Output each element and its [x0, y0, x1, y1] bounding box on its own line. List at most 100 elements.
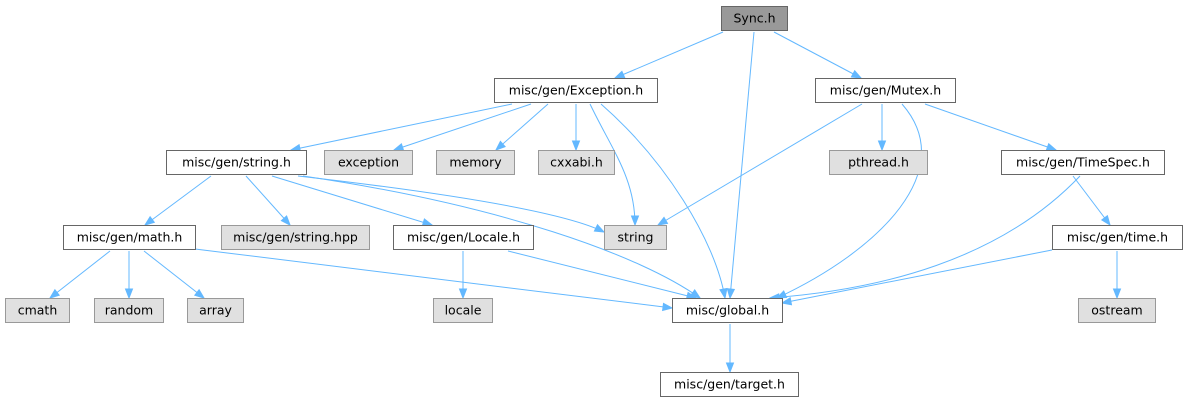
node-random: random	[94, 298, 164, 323]
edge-line	[924, 103, 1057, 151]
node-box	[436, 150, 515, 175]
edge-string_h-to-string	[297, 175, 606, 233]
node-box	[433, 298, 493, 323]
arrow-head-icon	[726, 288, 736, 300]
node-box[interactable]	[815, 78, 956, 103]
node-box[interactable]	[166, 150, 307, 175]
node-array: array	[187, 298, 244, 323]
edge-exception_h-to-exception	[392, 103, 532, 152]
arrow-head-icon	[143, 215, 156, 226]
node-label: misc/gen/string.h	[182, 155, 291, 170]
node-box[interactable]	[494, 78, 658, 103]
node-box[interactable]	[672, 298, 783, 323]
node-label: cxxabi.h	[550, 155, 603, 170]
node-label: random	[105, 303, 153, 318]
arrow-head-icon	[775, 290, 788, 299]
node-memory: memory	[436, 150, 515, 175]
node-exception: exception	[324, 150, 413, 175]
arrow-head-icon	[630, 215, 640, 227]
edge-line	[507, 250, 697, 299]
edge-line	[495, 103, 549, 151]
edge-line	[194, 248, 673, 309]
node-box	[324, 150, 413, 175]
arrow-head-icon	[1100, 214, 1111, 227]
edge-line	[769, 175, 1081, 299]
edge-line	[614, 31, 724, 79]
arrow-head-icon	[850, 69, 863, 79]
node-box[interactable]	[721, 6, 788, 31]
node-box[interactable]	[1001, 150, 1165, 175]
edge-sync-to-exception_h	[613, 31, 724, 79]
edge-math_h-to-array	[143, 250, 206, 299]
edge-line	[657, 103, 863, 226]
node-exception-h[interactable]: misc/gen/Exception.h	[494, 78, 658, 103]
node-label: string	[618, 230, 654, 245]
edge-mutex_h-to-timespec_h	[924, 103, 1058, 151]
node-box	[1078, 298, 1156, 323]
node-label: array	[199, 303, 232, 318]
node-locale: locale	[433, 298, 493, 323]
node-box	[221, 225, 370, 250]
edge-line	[144, 175, 212, 226]
arrow-head-icon	[662, 302, 674, 312]
edge-exception_h-to-memory	[494, 103, 549, 151]
edge-string_h-to-string_hpp	[245, 175, 291, 227]
edge-line	[776, 103, 922, 299]
node-label: misc/gen/Mutex.h	[830, 83, 941, 98]
arrow-head-icon	[193, 288, 206, 299]
edge-exception_h-to-global_h	[600, 103, 728, 300]
arrow-head-icon	[458, 288, 468, 300]
edge-line	[781, 249, 1053, 304]
arrow-head-icon	[613, 70, 626, 79]
node-label: Sync.h	[733, 11, 775, 26]
node-sync[interactable]: Sync.h	[721, 6, 788, 31]
arrow-head-icon	[392, 142, 405, 152]
node-cxxabi: cxxabi.h	[538, 150, 615, 175]
edge-line	[589, 103, 636, 226]
edge-mutex_h-to-pthread	[877, 104, 887, 152]
node-target-h[interactable]: misc/gen/target.h	[660, 372, 799, 397]
node-label: misc/gen/math.h	[77, 230, 183, 245]
arrow-head-icon	[494, 140, 506, 151]
node-box	[538, 150, 615, 175]
edge-locale_h-to-locale	[458, 251, 468, 300]
edge-line	[271, 175, 433, 226]
node-label: memory	[449, 155, 502, 170]
edge-mutex_h-to-string	[656, 103, 863, 226]
node-ostream: ostream	[1078, 298, 1156, 323]
node-label: locale	[445, 303, 482, 318]
node-box[interactable]	[63, 225, 196, 250]
node-box[interactable]	[393, 225, 534, 250]
node-box[interactable]	[660, 372, 799, 397]
arrow-head-icon	[719, 287, 728, 300]
node-string: string	[604, 225, 667, 250]
node-label: misc/gen/string.hpp	[233, 230, 358, 245]
edge-exception_h-to-cxxabi	[571, 104, 581, 152]
node-string-h[interactable]: misc/gen/string.h	[166, 150, 307, 175]
node-label: misc/gen/Exception.h	[509, 83, 643, 98]
edge-line	[49, 250, 111, 299]
edge-line	[600, 103, 726, 299]
node-global-h[interactable]: misc/global.h	[672, 298, 783, 323]
node-label: misc/global.h	[686, 303, 769, 318]
arrow-head-icon	[1112, 288, 1122, 300]
arrow-head-icon	[593, 223, 606, 233]
nodes-layer: Sync.h misc/gen/Exception.h misc/gen/Mutex…	[5, 6, 1183, 397]
node-pthread: pthread.h	[829, 150, 928, 175]
node-math-h[interactable]: misc/gen/math.h	[63, 225, 196, 250]
edge-sync-to-mutex_h	[773, 31, 863, 79]
node-label: misc/gen/target.h	[674, 377, 785, 392]
node-cmath: cmath	[5, 298, 70, 323]
edge-line	[1072, 175, 1111, 226]
arrow-head-icon	[124, 288, 134, 300]
node-timespec-h[interactable]: misc/gen/TimeSpec.h	[1001, 150, 1165, 175]
node-box[interactable]	[1052, 225, 1183, 250]
node-time-h[interactable]: misc/gen/time.h	[1052, 225, 1183, 250]
node-box	[94, 298, 164, 323]
edge-line	[290, 103, 513, 151]
node-locale-h[interactable]: misc/gen/Locale.h	[393, 225, 534, 250]
arrow-head-icon	[421, 218, 434, 227]
edge-line	[143, 250, 205, 299]
node-mutex-h[interactable]: misc/gen/Mutex.h	[815, 78, 956, 103]
